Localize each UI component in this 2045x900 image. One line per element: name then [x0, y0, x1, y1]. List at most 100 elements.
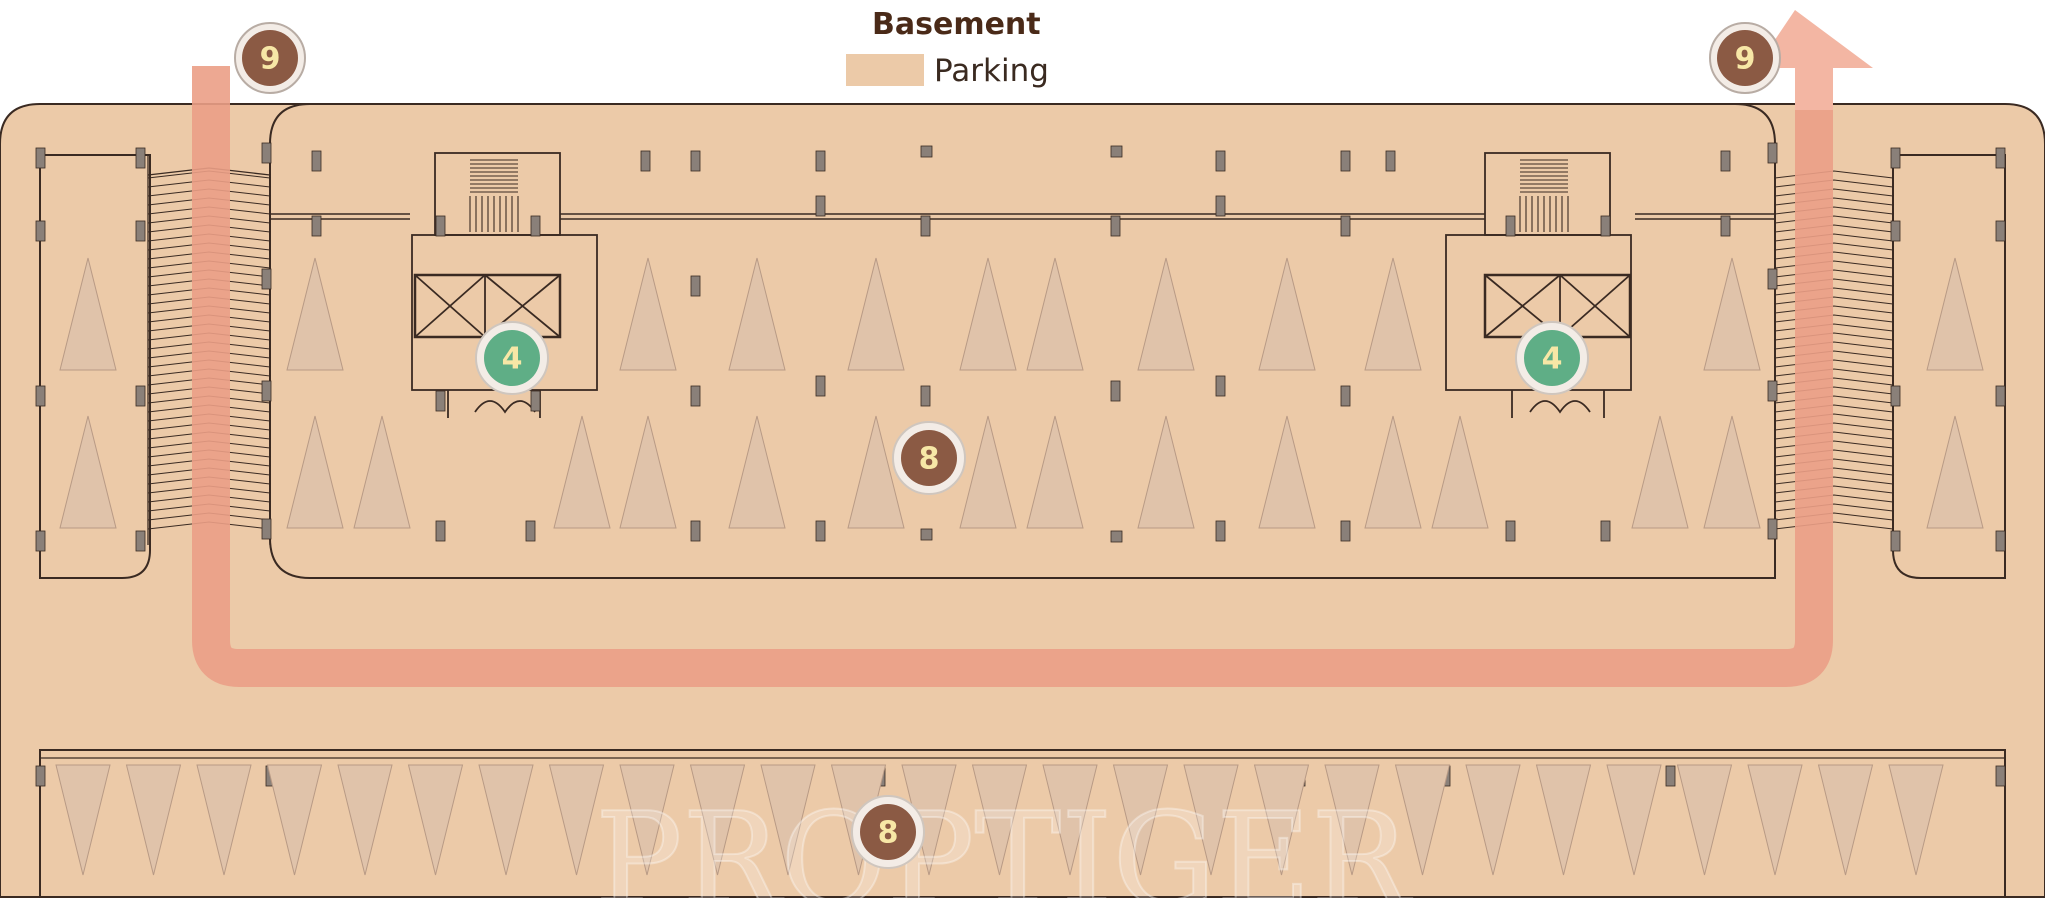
car-marker: [1926, 415, 1984, 529]
ramp-hatch-line: [1774, 359, 1894, 368]
car-marker: [125, 764, 182, 876]
ramp-hatch-line: [1774, 332, 1894, 341]
column: [530, 215, 541, 237]
column: [920, 528, 933, 541]
column: [1505, 215, 1516, 237]
ramp-hatch-line: [1774, 431, 1894, 440]
car-marker: [1112, 764, 1169, 876]
car-marker: [59, 257, 117, 371]
column: [815, 520, 826, 542]
column: [1215, 195, 1226, 217]
right-ramp: [1774, 155, 1894, 545]
column: [1215, 150, 1226, 172]
car-marker: [1703, 415, 1761, 529]
ramp-hatch-line: [1774, 314, 1894, 323]
ramp-hatch-line: [1774, 350, 1894, 359]
car-marker: [1026, 415, 1084, 529]
column: [1110, 215, 1121, 237]
corridor-walls: [270, 213, 1775, 220]
car-marker: [1137, 415, 1195, 529]
car-marker: [1888, 764, 1944, 876]
legend-swatch-parking: [846, 54, 924, 86]
car-marker: [971, 764, 1028, 876]
column: [1890, 385, 1901, 407]
car-marker: [1042, 764, 1098, 876]
column: [1995, 530, 2006, 552]
column: [35, 765, 46, 787]
column: [35, 220, 46, 242]
column: [525, 520, 536, 542]
ramp-hatch-line: [1774, 323, 1894, 332]
column: [1767, 380, 1778, 402]
column: [1110, 145, 1123, 158]
svg-text:4: 4: [1542, 342, 1563, 377]
column: [530, 390, 541, 412]
column: [1720, 150, 1731, 172]
car-marker: [353, 415, 411, 529]
parking-car-markers: [55, 257, 1984, 876]
ramp-hatch-line: [1774, 206, 1894, 215]
car-marker: [1364, 257, 1422, 371]
column: [1720, 215, 1731, 237]
car-marker: [1258, 257, 1316, 371]
column: [1890, 530, 1901, 552]
column: [1110, 530, 1123, 543]
car-marker: [619, 764, 675, 876]
ramp-hatch-line: [1774, 188, 1894, 197]
ramp-hatch-line: [1774, 485, 1894, 494]
column: [690, 385, 701, 407]
car-marker: [1026, 257, 1084, 371]
ramp-hatch-line: [1774, 368, 1894, 377]
car-marker: [548, 764, 605, 876]
car-marker: [55, 764, 111, 876]
ramp-hatch-line: [1774, 503, 1894, 512]
column: [1340, 520, 1351, 542]
car-marker: [619, 415, 677, 529]
column: [920, 145, 933, 158]
car-marker: [1324, 764, 1380, 876]
car-marker: [286, 415, 344, 529]
car-marker: [1676, 764, 1733, 876]
column: [1995, 385, 2006, 407]
car-marker: [1394, 764, 1451, 876]
ramp-hatch-line: [1774, 179, 1894, 188]
ramp-hatch-line: [1774, 458, 1894, 467]
car-marker: [407, 764, 464, 876]
column: [261, 268, 272, 290]
car-marker: [1631, 415, 1689, 529]
column: [261, 380, 272, 402]
column: [1505, 520, 1516, 542]
ramp-hatch-line: [1774, 233, 1894, 242]
ramp-hatch-line: [1774, 242, 1894, 251]
svg-text:8: 8: [878, 816, 899, 851]
column: [135, 530, 146, 552]
column: [261, 518, 272, 540]
column: [1600, 520, 1611, 542]
column: [35, 385, 46, 407]
column: [1215, 375, 1226, 397]
column: [1340, 215, 1351, 237]
car-marker: [847, 257, 905, 371]
car-marker: [689, 764, 746, 876]
column: [135, 220, 146, 242]
watermark: PROPTIGER: [595, 784, 1412, 900]
column: [435, 215, 446, 237]
badge-parking-lower: 8: [851, 795, 925, 869]
column: [1995, 765, 2006, 787]
car-marker: [959, 257, 1017, 371]
ramp-hatch-line: [1774, 260, 1894, 269]
car-marker: [59, 415, 117, 529]
car-marker: [1535, 764, 1592, 876]
column: [1995, 147, 2006, 169]
column: [135, 385, 146, 407]
car-marker: [286, 257, 344, 371]
column: [1890, 147, 1901, 169]
badge-ramp-exit: 9: [1709, 22, 1781, 94]
column: [1767, 268, 1778, 290]
ramp-hatch-line: [1774, 413, 1894, 422]
column: [690, 275, 701, 297]
car-marker: [619, 257, 677, 371]
column: [1767, 142, 1778, 164]
ramp-hatch-line: [1774, 341, 1894, 350]
